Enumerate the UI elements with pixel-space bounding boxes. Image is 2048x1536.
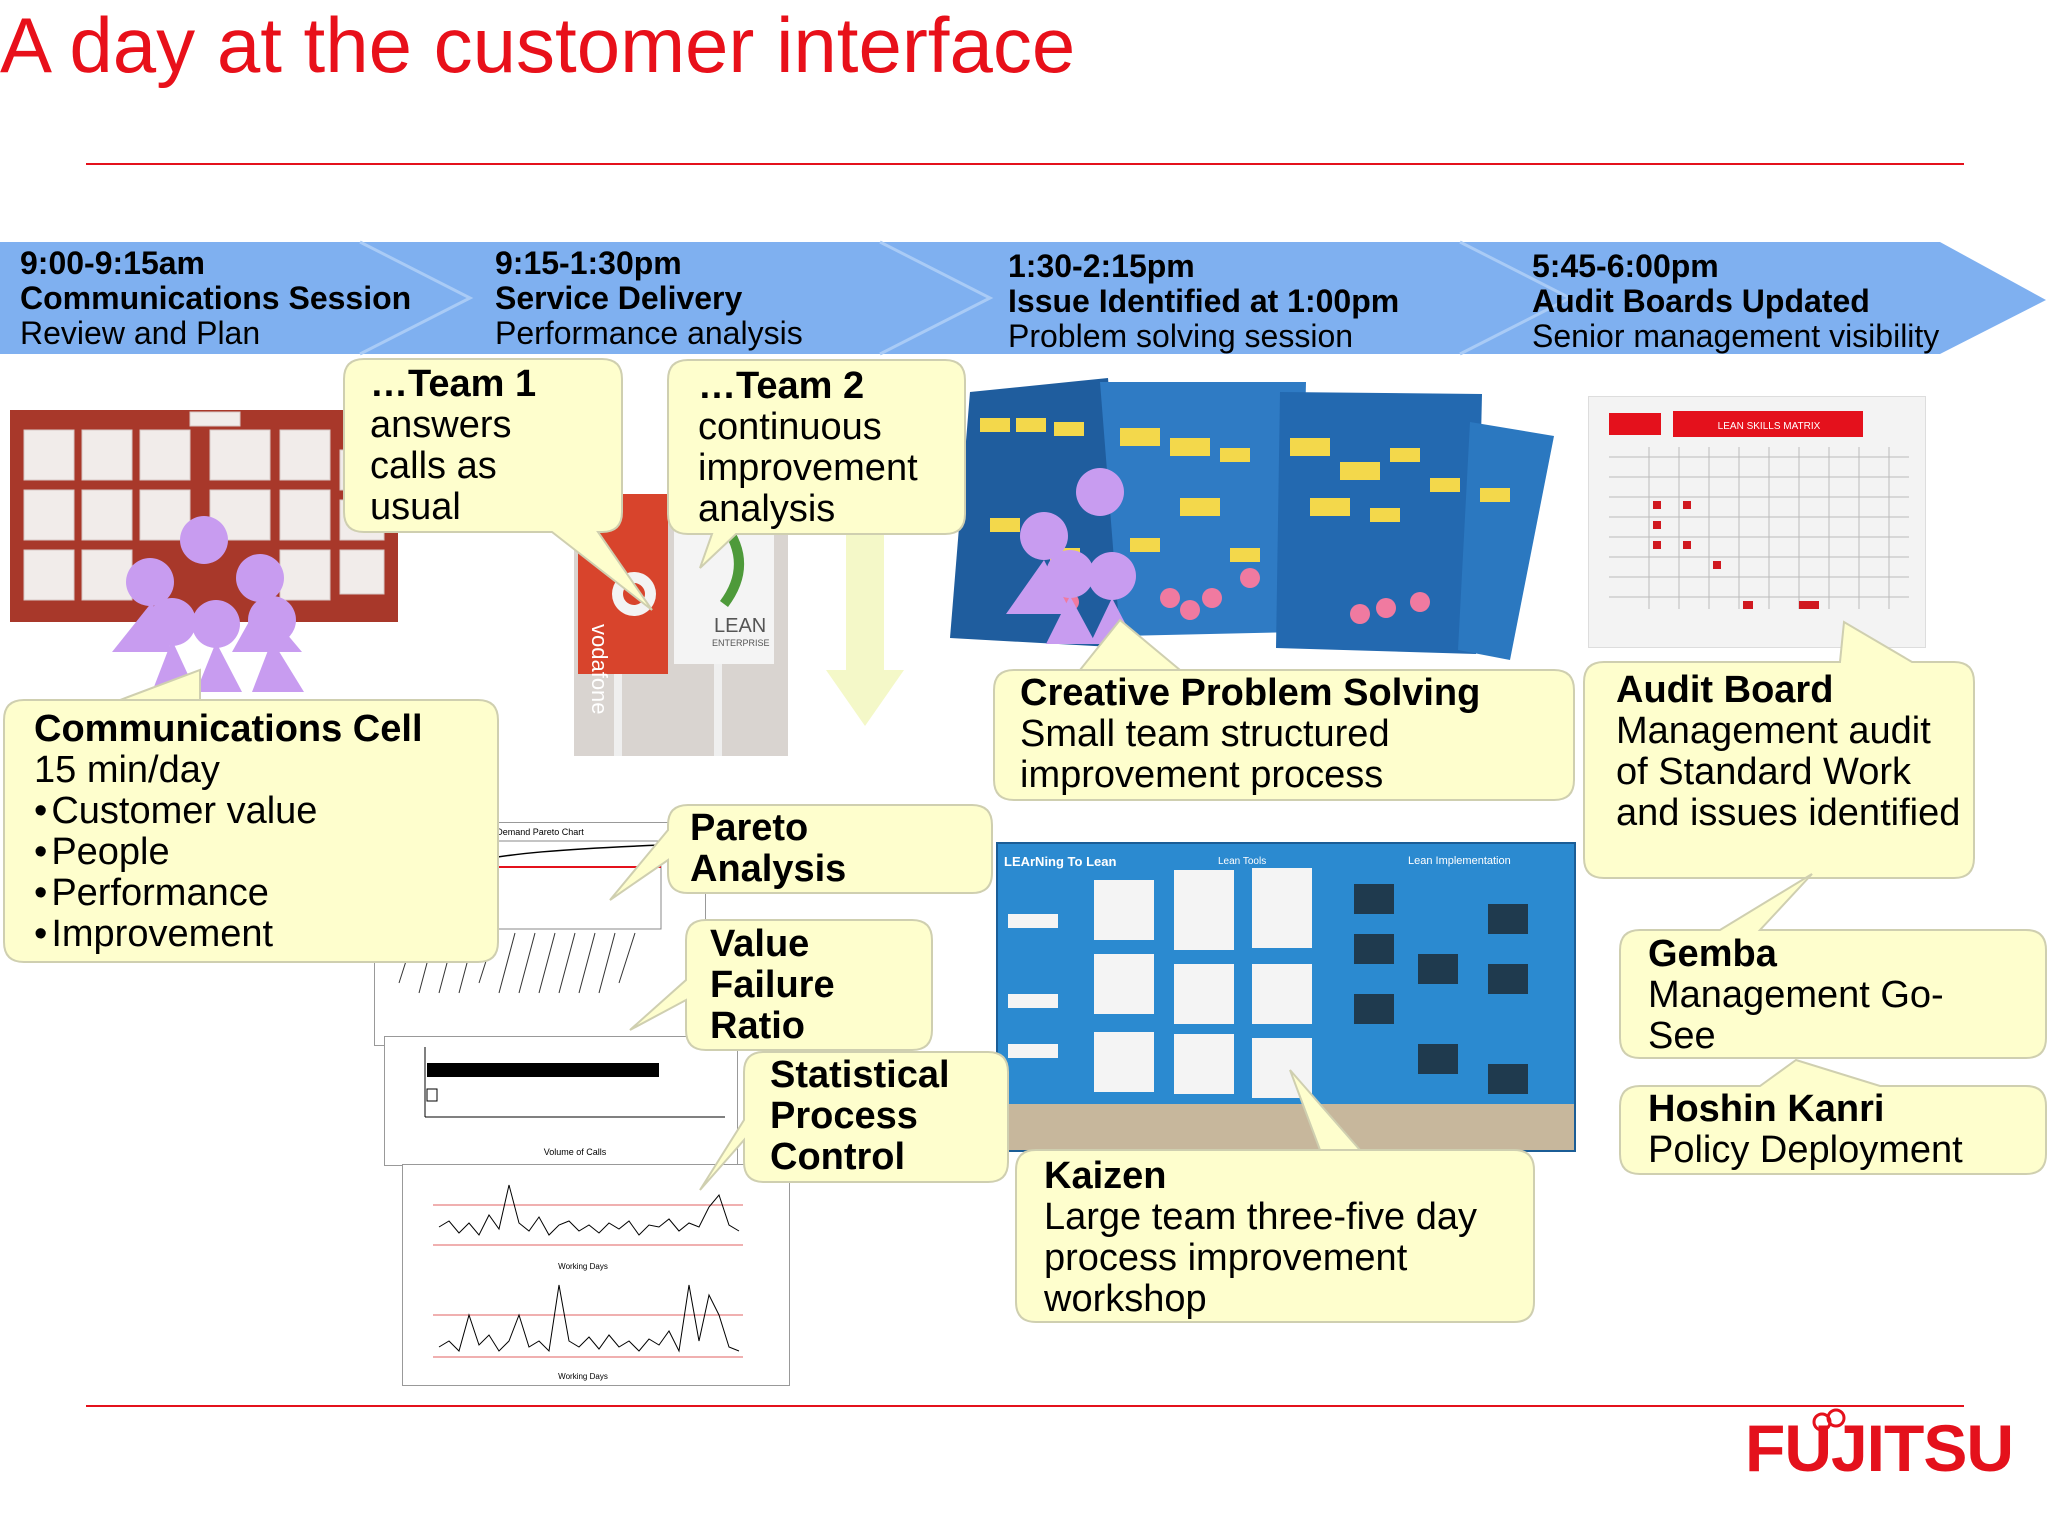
lean-learning-board-photo: LEArNing To Lean Lean Tools Lean Impleme… xyxy=(996,842,1576,1152)
team1-line: calls as xyxy=(370,445,497,487)
problem-solving-people-icon xyxy=(1006,468,1136,644)
stage-desc: Performance analysis xyxy=(495,315,803,351)
creative-line: Small team structured xyxy=(1020,713,1390,755)
skills-matrix-photo: LEAN SKILLS MATRIX xyxy=(1588,396,1926,648)
spc-line: Statistical xyxy=(770,1054,950,1096)
timeline-stage-1: 9:00-9:15am Communications Session Revie… xyxy=(20,246,411,351)
team2-line: continuous xyxy=(698,406,882,448)
bottom-rule xyxy=(86,1405,1964,1407)
stage-name: Communications Session xyxy=(20,280,412,316)
down-arrow-icon xyxy=(826,530,904,726)
kaizen-callout: Kaizen Large team three-five day process… xyxy=(1044,1156,1477,1320)
kaizen-line: Large team three-five day xyxy=(1044,1196,1478,1238)
vfr-line: Failure xyxy=(710,964,835,1006)
comm-cell-sub: 15 min/day xyxy=(34,749,220,791)
gemba-callout: Gemba Management Go- See xyxy=(1648,934,1944,1057)
page-title: A day at the customer interface xyxy=(0,1,1076,89)
timeline-stage-2: 9:15-1:30pm Service Delivery Performance… xyxy=(495,246,803,351)
vfr-callout: Value Failure Ratio xyxy=(710,924,835,1047)
vfr-line: Ratio xyxy=(710,1005,805,1047)
spc-chart-photo: Working Days Working Days xyxy=(402,1164,790,1386)
audit-line: of Standard Work xyxy=(1616,751,1912,793)
spc-callout: Statistical Process Control xyxy=(770,1055,950,1178)
vodafone-sign-text: vodafone xyxy=(587,624,612,715)
lean-board-left-label: LEArNing To Lean xyxy=(1004,854,1116,869)
fujitsu-infinity-mark-icon xyxy=(1812,1408,1846,1432)
spc-line: Process xyxy=(770,1095,918,1137)
stage-name: Audit Boards Updated xyxy=(1532,283,1870,319)
kaizen-line: workshop xyxy=(1044,1278,1207,1320)
team1-line: usual xyxy=(370,486,461,528)
top-rule xyxy=(86,163,1964,165)
gemba-line: See xyxy=(1648,1015,1716,1057)
stage-time: 1:30-2:15pm xyxy=(1008,248,1195,284)
gemba-title: Gemba xyxy=(1648,933,1777,975)
kaizen-line: process improvement xyxy=(1044,1237,1408,1279)
creative-title: Creative Problem Solving xyxy=(1020,672,1481,714)
audit-board-callout: Audit Board Management audit of Standard… xyxy=(1616,670,1960,834)
signs-photo: vodafone LEAN ENTERPRISE xyxy=(574,494,788,756)
lean-sign-text: LEAN xyxy=(714,615,766,637)
stage-time: 9:15-1:30pm xyxy=(495,245,682,281)
creative-line: improvement process xyxy=(1020,754,1384,796)
lean-board-right-label: Lean Implementation xyxy=(1408,855,1511,867)
fujitsu-logo: FUJITSU xyxy=(1745,1411,2014,1485)
timeline-stage-4: 5:45-6:00pm Audit Boards Updated Senior … xyxy=(1532,249,1939,354)
team2-callout: …Team 2 continuous improvement analysis xyxy=(698,366,918,530)
stage-time: 9:00-9:15am xyxy=(20,245,205,281)
vfr-axis-label: Volume of Calls xyxy=(544,1147,607,1157)
lean-board-mid-label: Lean Tools xyxy=(1218,856,1266,867)
pareto-line: Pareto xyxy=(690,807,809,849)
team2-title: …Team 2 xyxy=(698,365,865,407)
vfr-line: Value xyxy=(710,923,810,965)
kaizen-title: Kaizen xyxy=(1044,1155,1167,1197)
timeline-stage-3: 1:30-2:15pm Issue Identified at 1:00pm P… xyxy=(1008,249,1399,354)
pareto-line: Analysis xyxy=(690,848,847,890)
vfr-chart-photo: Volume of Calls xyxy=(384,1036,738,1166)
team1-title: …Team 1 xyxy=(370,363,537,405)
gemba-line: Management Go- xyxy=(1648,974,1944,1016)
spc-axis-label-top: Working Days xyxy=(558,1262,608,1271)
audit-line: Management audit xyxy=(1616,710,1931,752)
creative-problem-solving-callout: Creative Problem Solving Small team stru… xyxy=(1020,673,1480,796)
team2-line: analysis xyxy=(698,488,836,530)
comm-cell-title: Communications Cell xyxy=(34,708,423,750)
hoshin-kanri-callout: Hoshin Kanri Policy Deployment xyxy=(1648,1089,1963,1171)
spc-line: Control xyxy=(770,1136,906,1178)
spc-axis-label-bottom: Working Days xyxy=(558,1372,608,1381)
lean-sign-subtext: ENTERPRISE xyxy=(712,638,770,648)
comm-cell-bullet: Customer value xyxy=(34,790,317,832)
stage-desc: Review and Plan xyxy=(20,315,261,351)
hoshin-title: Hoshin Kanri xyxy=(1648,1088,1885,1130)
timeline-arrow xyxy=(0,240,2046,356)
stage-name: Issue Identified at 1:00pm xyxy=(1008,283,1400,319)
team1-line: answers xyxy=(370,404,512,446)
audit-title: Audit Board xyxy=(1616,669,1834,711)
stage-desc: Senior management visibility xyxy=(1532,318,1940,354)
comm-cell-bullet: Improvement xyxy=(34,913,273,955)
audit-line: and issues identified xyxy=(1616,792,1961,834)
team2-line: improvement xyxy=(698,447,918,489)
team1-callout: …Team 1 answers calls as usual xyxy=(370,364,536,528)
communications-cell-callout: Communications Cell 15 min/day Customer … xyxy=(34,708,423,956)
comm-cell-bullet: People xyxy=(34,831,170,873)
skills-matrix-title: LEAN SKILLS MATRIX xyxy=(1718,421,1821,432)
stage-name: Service Delivery xyxy=(495,280,743,316)
pareto-chart-title: Demand Pareto Chart xyxy=(496,827,584,837)
stage-time: 5:45-6:00pm xyxy=(1532,248,1719,284)
comm-cell-bullet: Performance xyxy=(34,872,269,914)
hoshin-line: Policy Deployment xyxy=(1648,1129,1963,1171)
stage-desc: Problem solving session xyxy=(1008,318,1354,354)
pareto-callout: Pareto Analysis xyxy=(690,808,846,890)
